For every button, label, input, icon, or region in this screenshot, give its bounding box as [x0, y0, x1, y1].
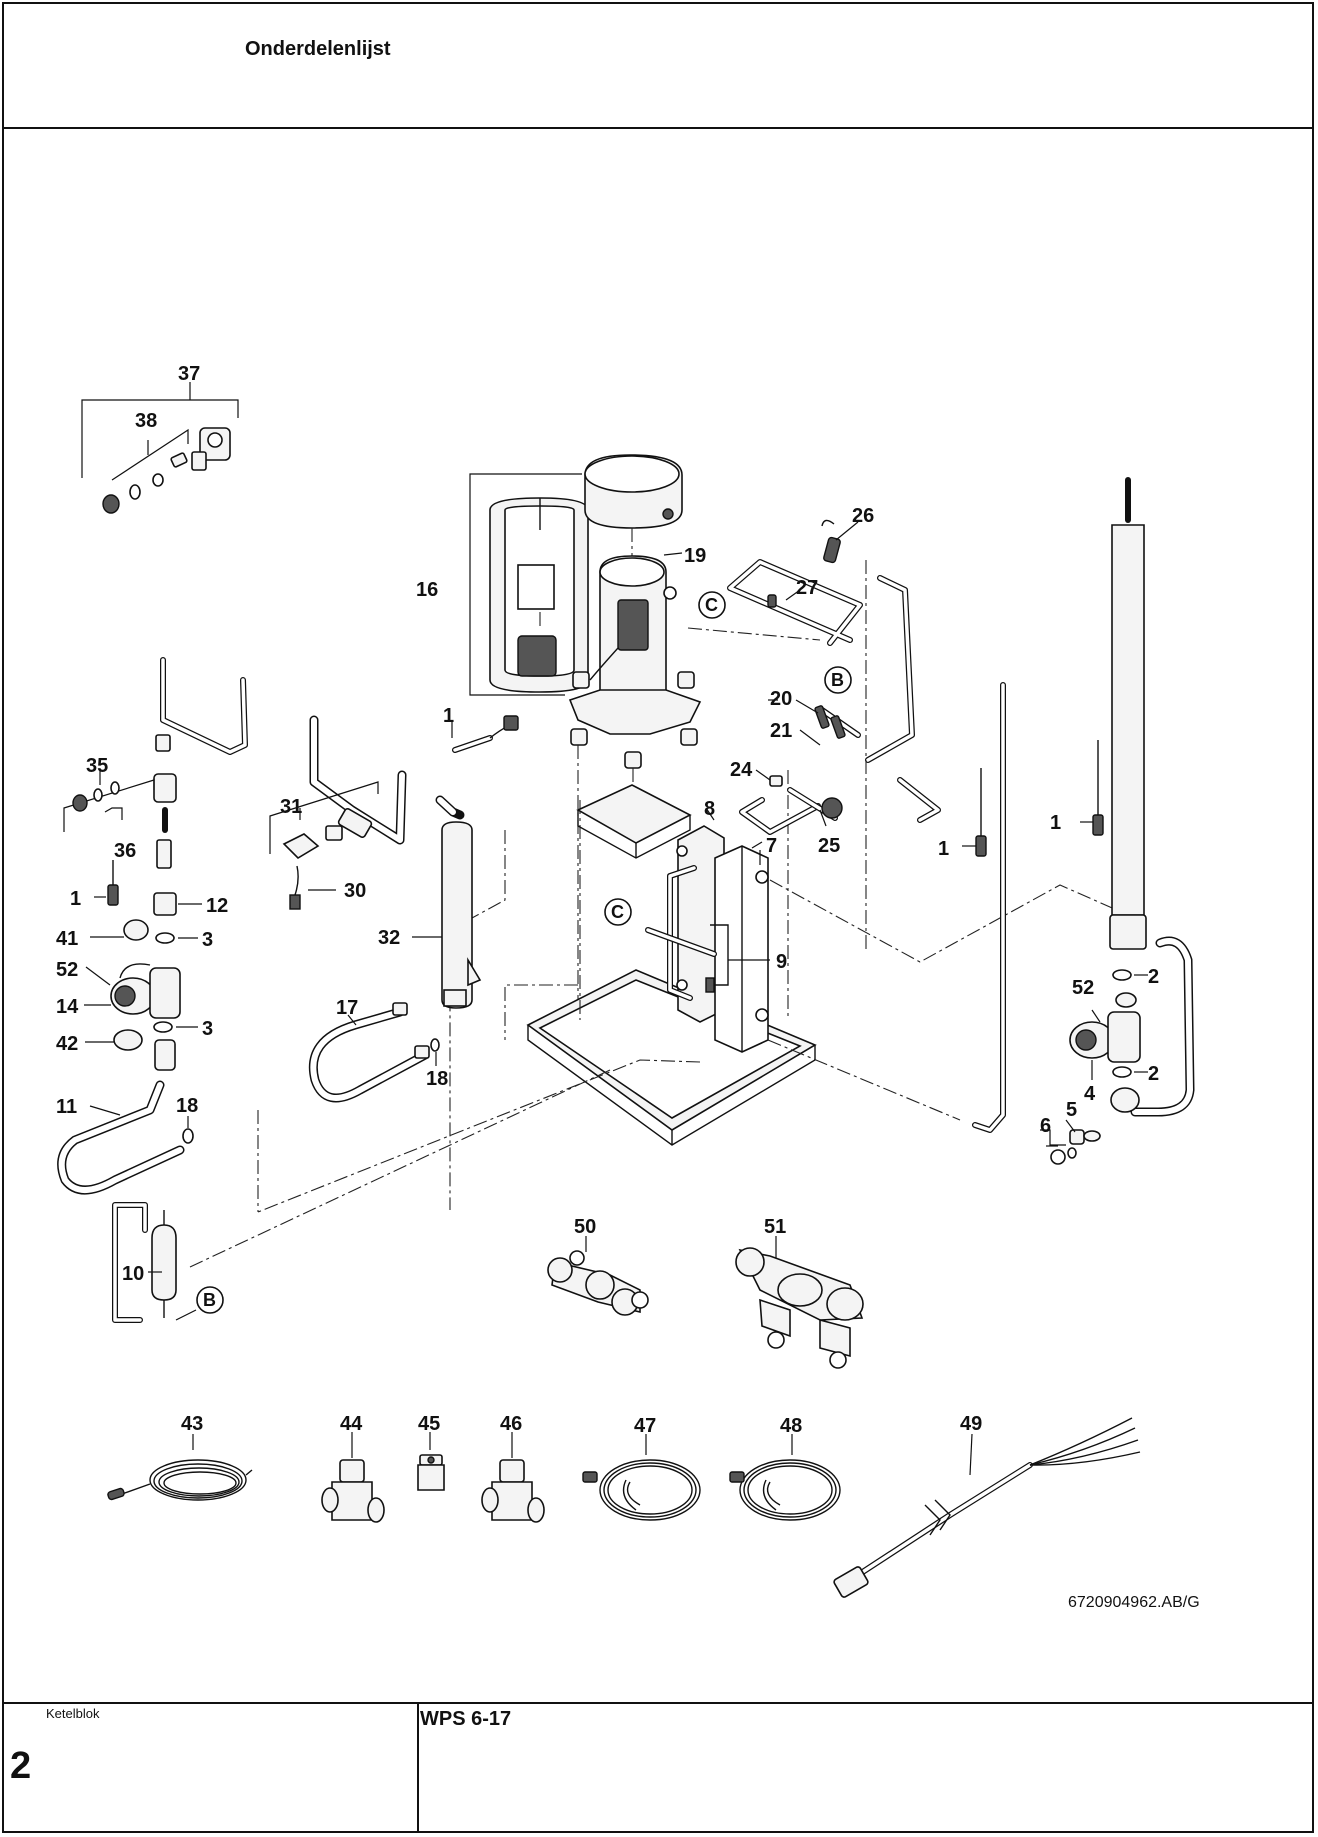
callout-8: 8 — [704, 798, 715, 820]
part-45-air-vent — [417, 1432, 445, 1491]
callout-1-left: 1 — [70, 888, 81, 910]
connection-lines — [189, 830, 1136, 1268]
connection-markers: C B C B — [196, 591, 852, 1314]
header-divider — [4, 127, 1312, 129]
section-label: Ketelblok — [46, 1706, 100, 1721]
part-26-27-sensor-pipes — [687, 519, 915, 950]
part-46-valve — [481, 1432, 545, 1523]
callout-2-top: 2 — [1148, 966, 1159, 988]
callout-4: 4 — [1084, 1083, 1096, 1105]
marker-c-mid: C — [611, 902, 624, 922]
part-47-cable — [582, 1434, 701, 1521]
callout-11: 11 — [56, 1096, 77, 1118]
callout-37: 37 — [178, 363, 200, 385]
callout-26: 26 — [852, 505, 874, 527]
callout-45: 45 — [418, 1413, 440, 1435]
callout-2-bottom: 2 — [1148, 1063, 1159, 1085]
base-plate — [526, 770, 817, 1146]
callout-18-mid: 18 — [426, 1068, 448, 1090]
callout-1-mid: 1 — [938, 838, 949, 860]
callout-31: 31 — [280, 796, 302, 818]
marker-b-top: B — [831, 670, 844, 690]
callout-49: 49 — [960, 1413, 982, 1435]
callout-41: 41 — [56, 928, 78, 950]
callout-38: 38 — [135, 410, 157, 432]
right-pump-group — [972, 477, 1195, 1165]
marker-c-top: C — [705, 595, 718, 615]
callout-12: 12 — [206, 895, 228, 917]
callout-3-bottom: 3 — [202, 1018, 213, 1040]
callout-labels: 37 38 16 19 26 27 20 21 24 25 8 7 9 1 1 … — [56, 363, 1159, 1437]
callout-47: 47 — [634, 1415, 656, 1437]
callout-21: 21 — [770, 720, 792, 742]
marker-b-bottom: B — [203, 1290, 216, 1310]
part-17-flex-hose — [308, 1002, 440, 1103]
callout-5: 5 — [1066, 1099, 1077, 1121]
callout-6: 6 — [1040, 1115, 1051, 1137]
drawing-code: 6720904962.AB/G — [1068, 1594, 1200, 1611]
callout-52-left: 52 — [56, 959, 78, 981]
footer-column-divider — [417, 1702, 419, 1831]
part-20-21-24-25-refrigerant-fittings — [739, 699, 941, 835]
callout-20: 20 — [770, 688, 792, 710]
model-name: WPS 6-17 — [420, 1708, 512, 1730]
part-30-31-flow-switch — [269, 715, 407, 910]
callout-27: 27 — [796, 577, 818, 599]
callout-19: 19 — [684, 545, 706, 567]
callout-35: 35 — [86, 755, 108, 777]
left-pump-group — [57, 657, 248, 1323]
part-37-valve-kit — [81, 382, 239, 514]
part-50-51-valve-assemblies — [547, 1236, 864, 1369]
footer-divider — [4, 1702, 1312, 1704]
part-16-insulation-jacket — [469, 454, 683, 696]
part-7-8-heat-exchangers — [645, 807, 770, 1053]
part-43-sensor-cable — [107, 1434, 253, 1501]
part-1-temperature-sensors — [94, 715, 1104, 906]
callout-52-right: 52 — [1072, 977, 1094, 999]
callout-43: 43 — [181, 1413, 203, 1435]
callout-48: 48 — [780, 1415, 802, 1437]
part-19-compressor — [568, 528, 702, 1040]
callout-7: 7 — [766, 835, 777, 857]
callout-51: 51 — [764, 1216, 786, 1238]
callout-1-right: 1 — [1050, 812, 1061, 834]
callout-1-top: 1 — [443, 705, 454, 727]
callout-14: 14 — [56, 996, 79, 1018]
callout-42: 42 — [56, 1033, 78, 1055]
callout-32: 32 — [378, 927, 400, 949]
callout-24: 24 — [730, 759, 753, 781]
section-number: 2 — [10, 1745, 32, 1787]
callout-44: 44 — [340, 1413, 363, 1435]
callout-9: 9 — [776, 951, 787, 973]
callout-18-left: 18 — [176, 1095, 198, 1117]
part-49-power-cable — [833, 1417, 1141, 1598]
part-48-cable — [729, 1434, 841, 1521]
callout-3-top: 3 — [202, 929, 213, 951]
callout-30: 30 — [344, 880, 366, 902]
callout-50: 50 — [574, 1216, 596, 1238]
part-32-buffer-tube — [412, 795, 482, 1009]
part-44-valve — [321, 1432, 385, 1523]
page-title: Onderdelenlijst — [245, 38, 391, 60]
misc-leaders — [759, 699, 778, 865]
callout-10: 10 — [122, 1263, 144, 1285]
callout-46: 46 — [500, 1413, 522, 1435]
callout-36: 36 — [114, 840, 136, 862]
callout-16: 16 — [416, 579, 438, 601]
callout-25: 25 — [818, 835, 840, 857]
sound-mat — [576, 784, 692, 859]
callout-17: 17 — [336, 997, 358, 1019]
